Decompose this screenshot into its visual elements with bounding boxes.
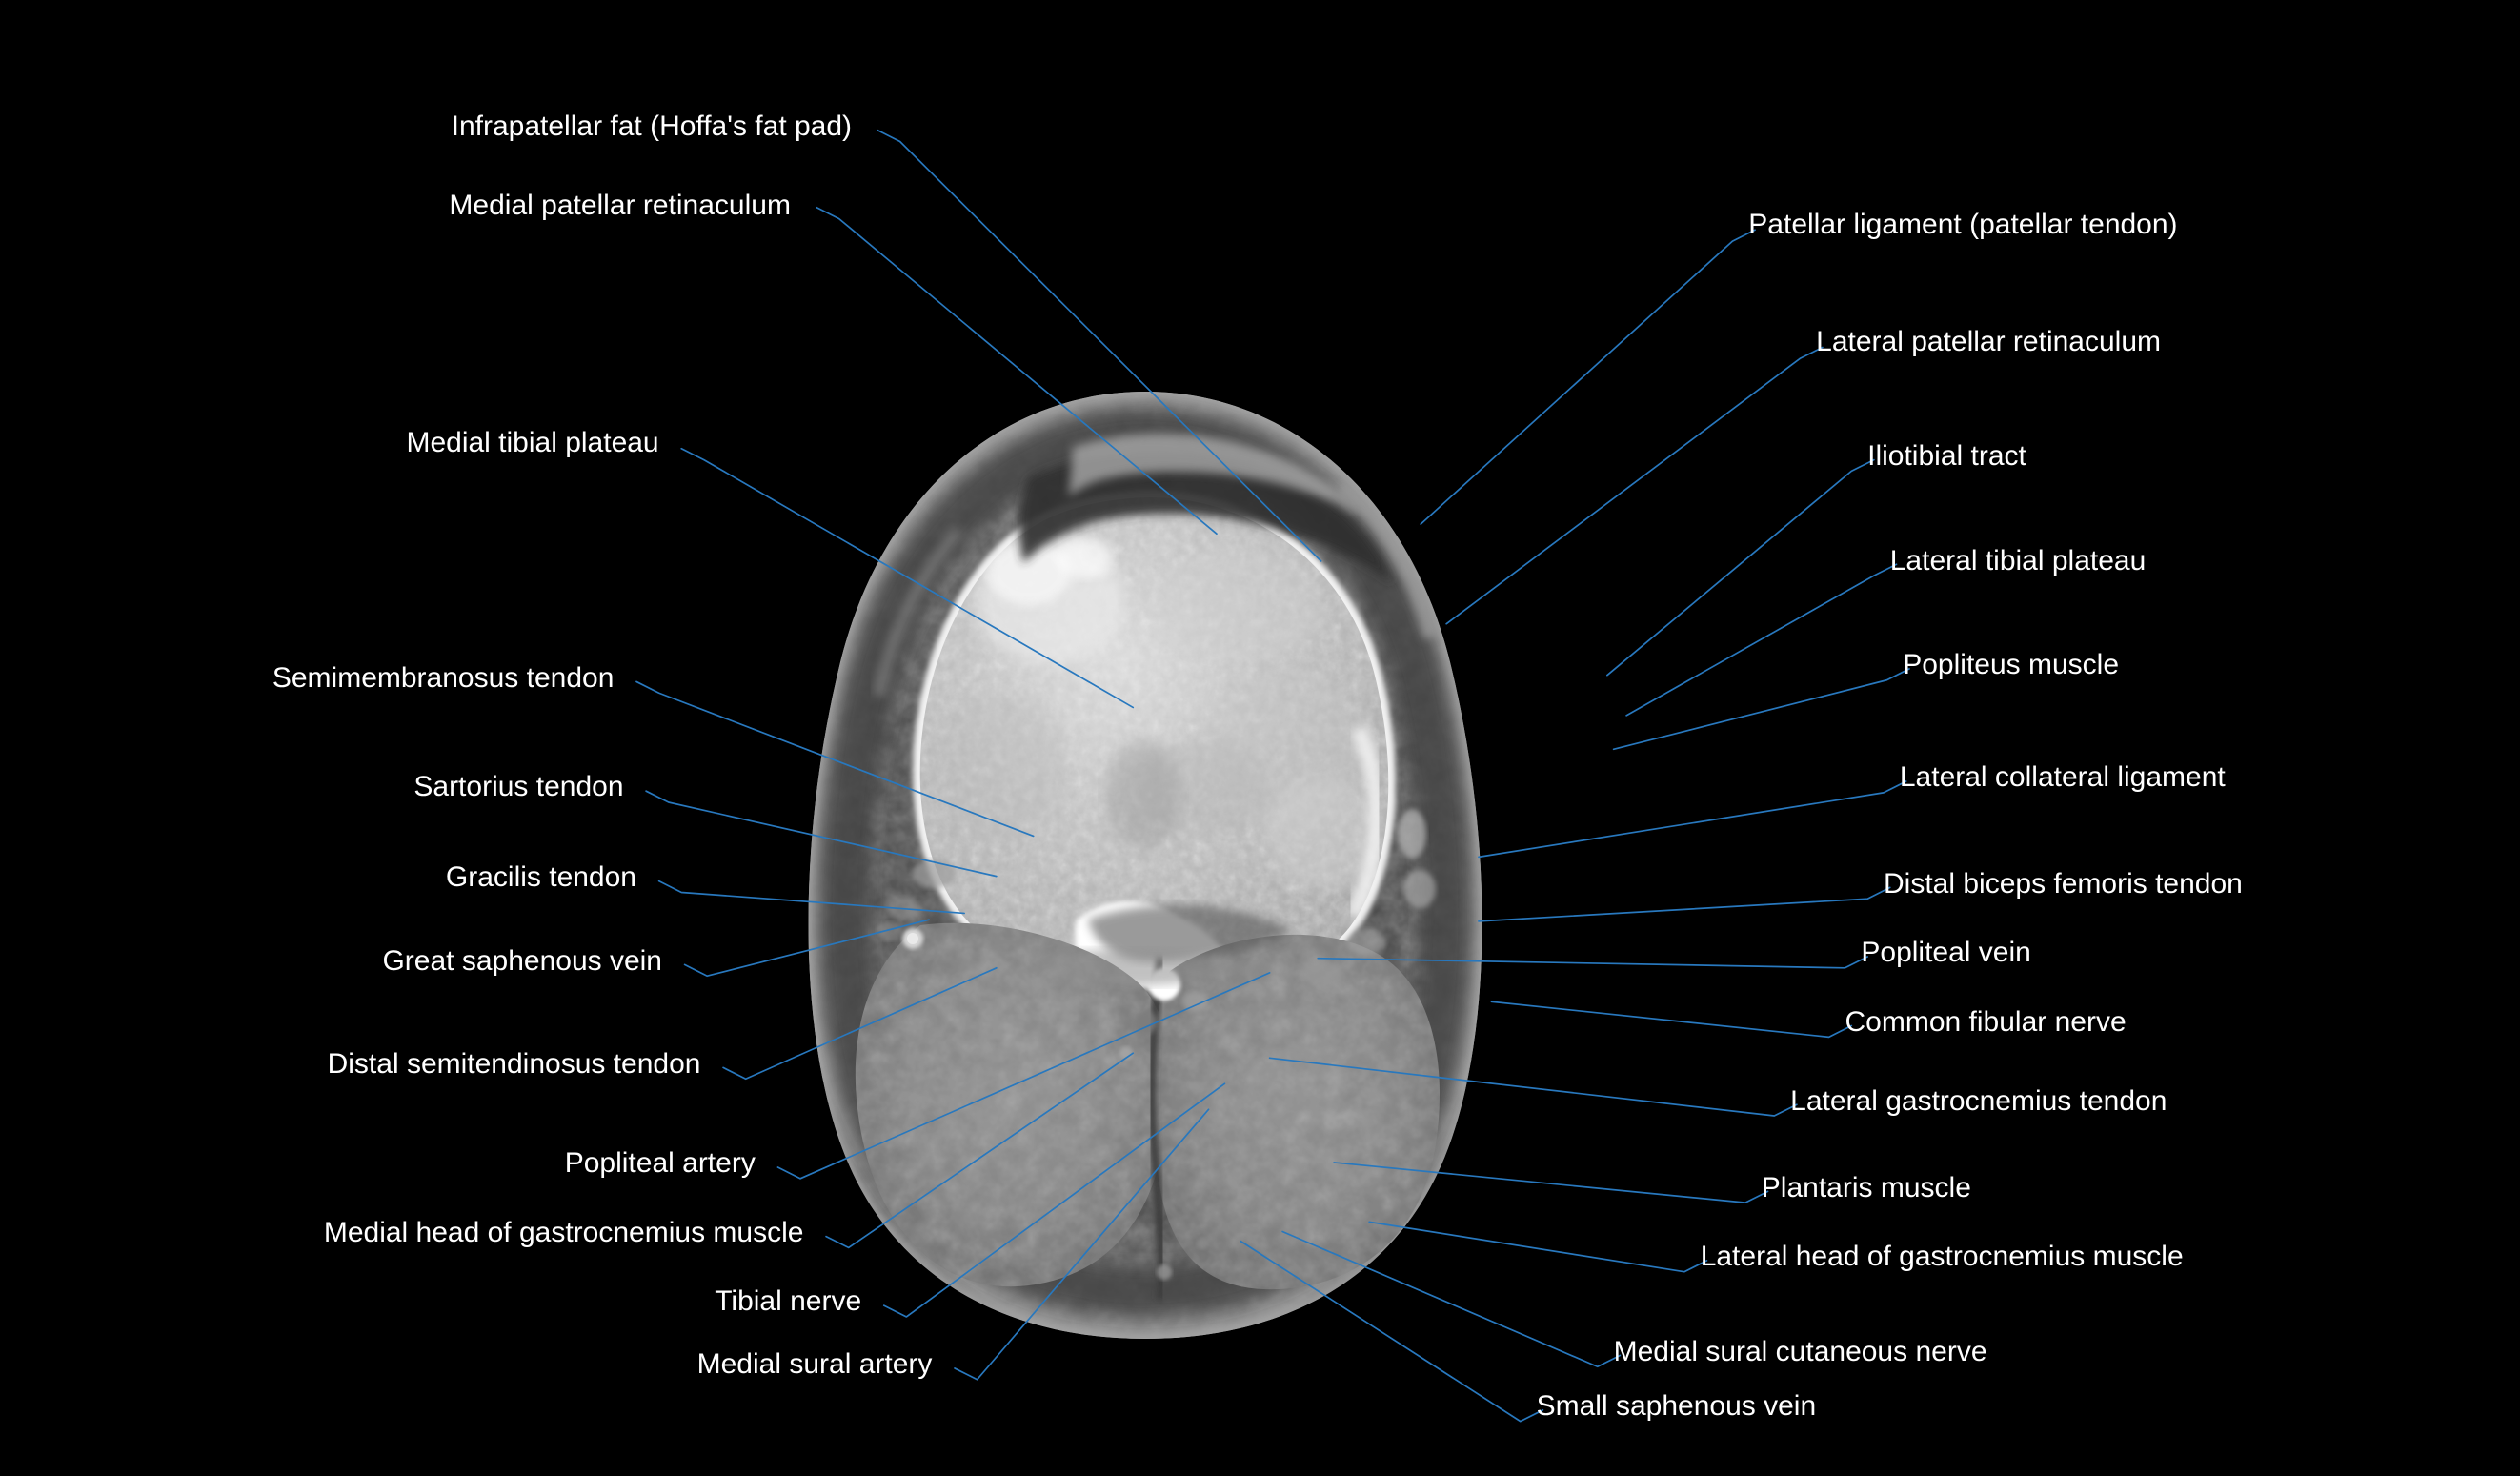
label-distal-semitendinosus-tendon: Distal semitendinosus tendon <box>327 1047 701 1080</box>
label-gracilis-tendon: Gracilis tendon <box>445 860 636 893</box>
label-popliteus-muscle: Popliteus muscle <box>1903 649 2120 681</box>
label-lateral-patellar-retinaculum: Lateral patellar retinaculum <box>1816 326 2162 358</box>
label-patellar-ligament: Patellar ligament (patellar tendon) <box>1748 208 2178 240</box>
label-infrapatellar-fat: Infrapatellar fat (Hoffa's fat pad) <box>451 110 853 142</box>
label-lateral-gastrocnemius-tendon: Lateral gastrocnemius tendon <box>1790 1084 2167 1117</box>
label-lateral-collateral-ligament: Lateral collateral ligament <box>1899 761 2226 794</box>
label-medial-head-gastrocnemius: Medial head of gastrocnemius muscle <box>323 1216 804 1248</box>
label-medial-sural-artery: Medial sural artery <box>696 1348 933 1381</box>
label-medial-tibial-plateau: Medial tibial plateau <box>406 427 659 459</box>
label-small-saphenous-vein: Small saphenous vein <box>1536 1390 1817 1423</box>
label-tibial-nerve: Tibial nerve <box>715 1285 862 1318</box>
label-common-fibular-nerve: Common fibular nerve <box>1845 1005 2127 1038</box>
label-popliteal-vein: Popliteal vein <box>1861 937 2031 969</box>
label-medial-patellar-retinaculum: Medial patellar retinaculum <box>449 189 791 221</box>
leader-lateral-tibial-plateau <box>1626 564 1896 716</box>
leader-lateral-collateral-ligament <box>1479 781 1906 857</box>
ct-scan-image <box>791 386 1501 1348</box>
label-medial-sural-cutaneous-nerve: Medial sural cutaneous nerve <box>1613 1335 1987 1367</box>
label-distal-biceps-femoris-tendon: Distal biceps femoris tendon <box>1884 867 2243 900</box>
label-plantaris-muscle: Plantaris muscle <box>1761 1171 1971 1203</box>
leader-distal-biceps-femoris-tendon <box>1479 887 1890 920</box>
label-lateral-head-gastrocnemius: Lateral head of gastrocnemius muscle <box>1700 1241 2184 1273</box>
label-iliotibial-tract: Iliotibial tract <box>1867 439 2026 472</box>
leader-iliotibial-tract <box>1607 460 1874 676</box>
label-popliteal-artery: Popliteal artery <box>564 1147 756 1180</box>
label-great-saphenous-vein: Great saphenous vein <box>382 944 662 977</box>
leader-popliteus-muscle <box>1614 669 1909 749</box>
leader-common-fibular-nerve <box>1491 1001 1851 1037</box>
label-semimembranosus-tendon: Semimembranosus tendon <box>272 661 615 694</box>
label-lateral-tibial-plateau: Lateral tibial plateau <box>1889 544 2147 576</box>
label-sartorius-tendon: Sartorius tendon <box>413 771 624 803</box>
leader-lateral-patellar-retinaculum <box>1446 347 1823 623</box>
